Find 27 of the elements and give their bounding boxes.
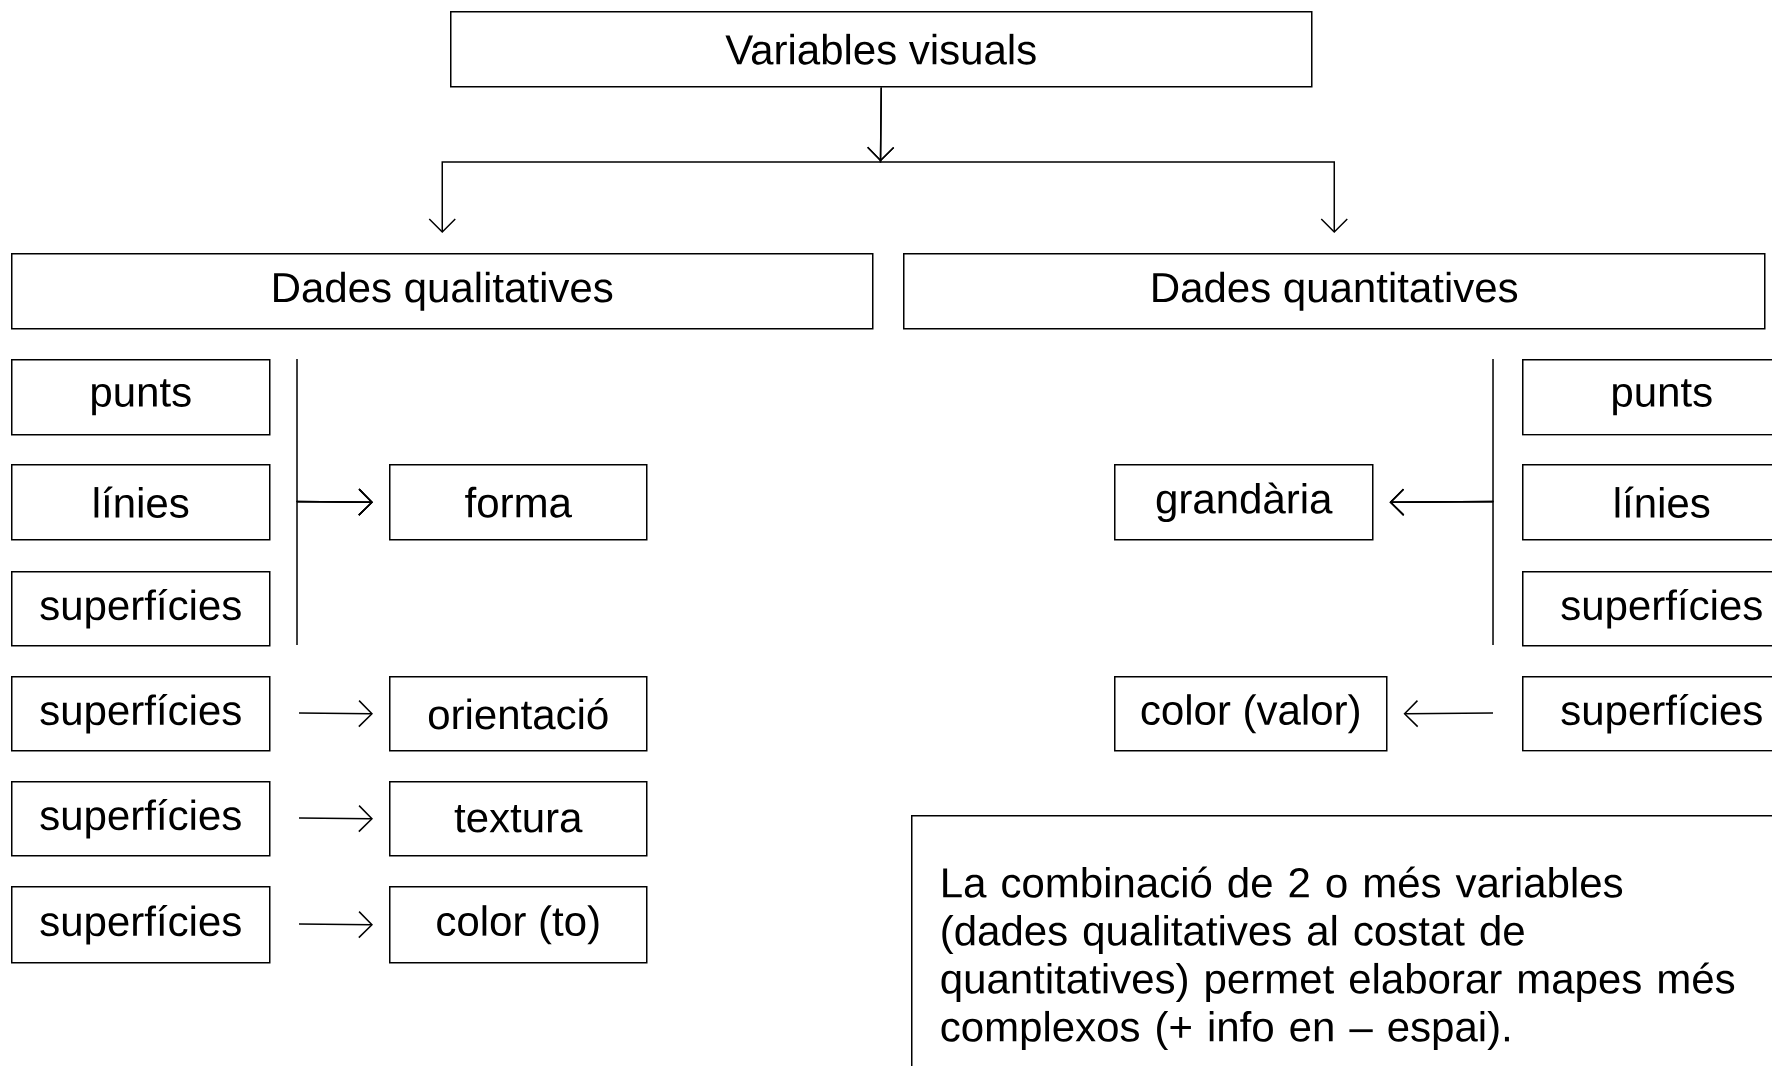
term-box: superfícies	[11, 781, 271, 857]
category-box: Dades qualitatives	[11, 253, 874, 330]
term-box: color (valor)	[1114, 676, 1388, 752]
term-box: superfícies	[11, 676, 271, 752]
term-box: superfícies	[1522, 676, 1772, 752]
bracket-arrow	[1389, 488, 1494, 646]
heading-box: Variables visuals	[450, 11, 1313, 88]
term-box: orientació	[389, 676, 648, 752]
term-box: superfícies	[11, 886, 271, 964]
term-box: línies	[1522, 464, 1772, 541]
arrow	[298, 699, 373, 728]
arrow	[1403, 699, 1494, 728]
term-box: punts	[1522, 359, 1772, 436]
term-box: grandària	[1114, 464, 1374, 541]
term-box: punts	[11, 359, 271, 436]
branch-arrow	[866, 86, 1348, 233]
term-box: textura	[389, 781, 648, 857]
term-box: línies	[11, 464, 271, 541]
term-box: superfícies	[1522, 571, 1772, 647]
arrow	[298, 804, 373, 833]
arrow	[298, 910, 373, 939]
category-box: Dades quantitatives	[903, 253, 1766, 330]
term-box: color (to)	[389, 886, 648, 964]
term-box: superfícies	[11, 571, 271, 647]
note-box: La combinació de 2 o més variables (dades qualitatives al costat de quantitatives) permet elaborar mapes més complexos (+ info en – espai).	[911, 815, 1772, 1066]
bracket-arrow	[296, 488, 373, 646]
term-box: forma	[389, 464, 648, 541]
